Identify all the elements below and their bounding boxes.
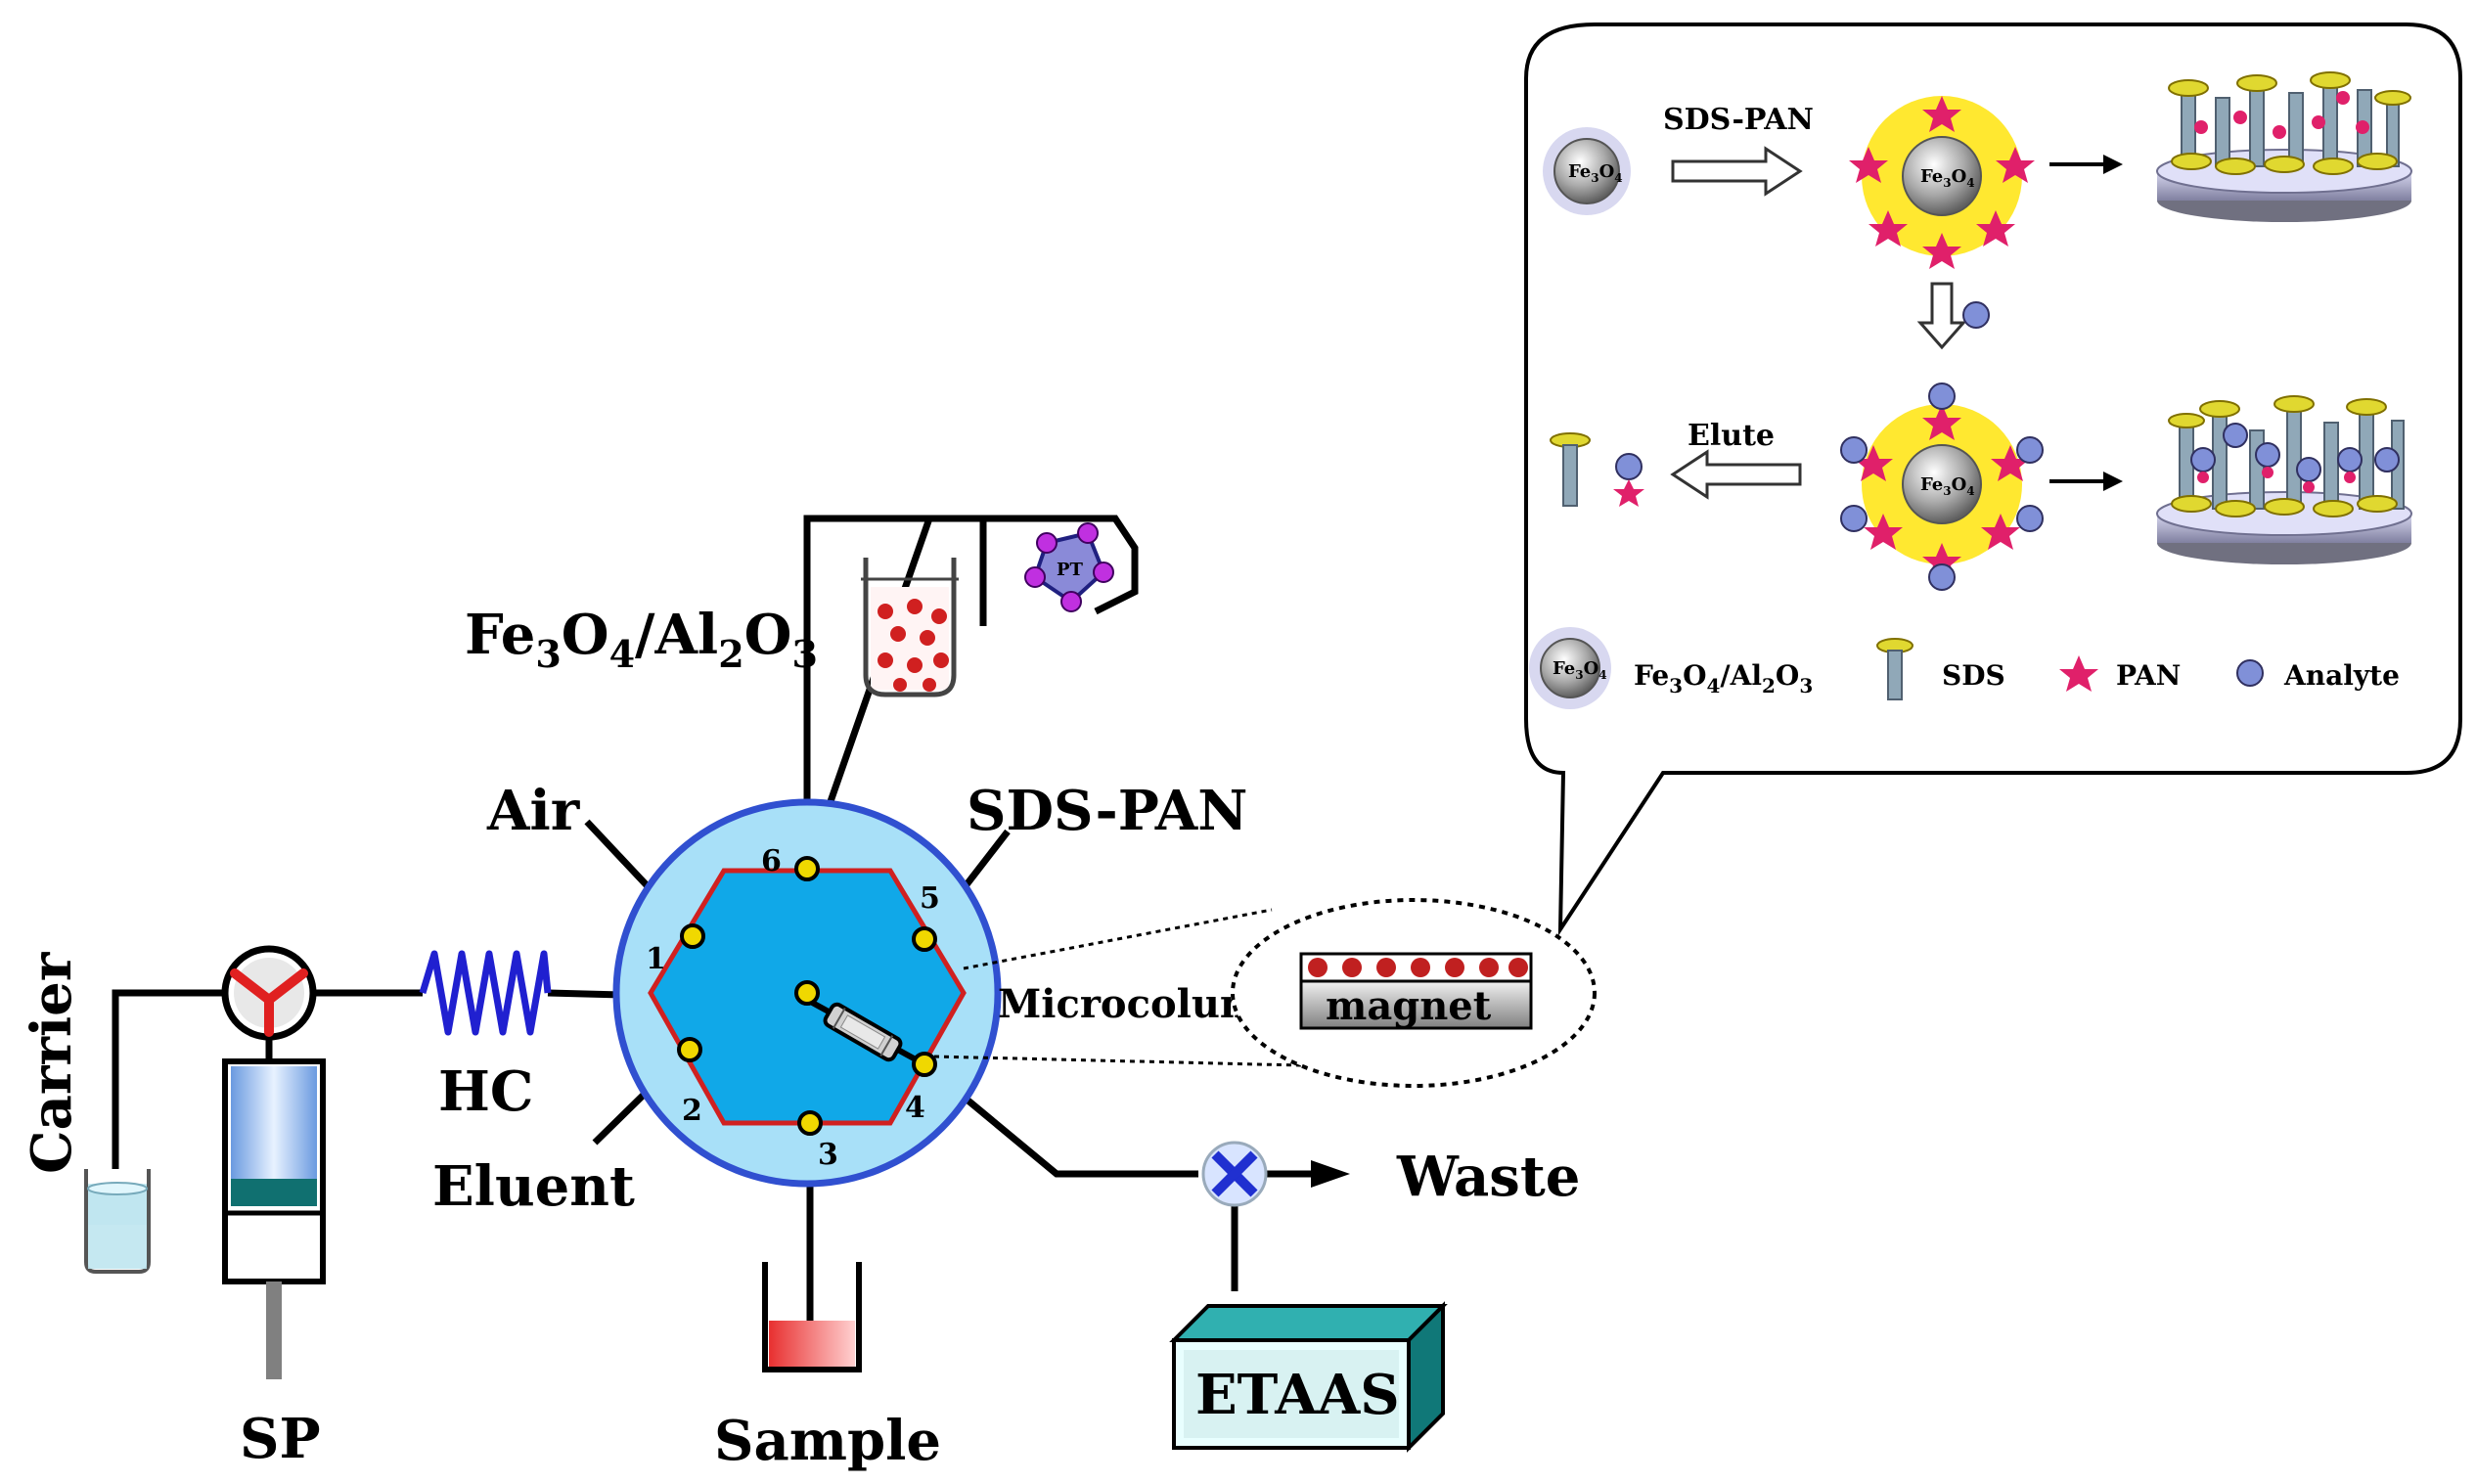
port-number-4: 4: [905, 1091, 925, 1125]
port-2-icon[interactable]: [677, 1037, 702, 1062]
syringe-pump: [222, 1058, 326, 1379]
legend-fe3o4-al2o3: Fe3O4/Al2O3: [1634, 659, 1813, 697]
pan-legend-icon: [2059, 655, 2098, 692]
port-3-icon[interactable]: [797, 1110, 823, 1136]
fe3o4-al2o3-label: Fe3O4/Al2O3: [465, 603, 818, 676]
microcolumn: [823, 1002, 903, 1062]
eluent-label: Eluent: [432, 1154, 635, 1219]
inset-down-arrow: [1916, 282, 1990, 350]
sample-beaker: [762, 1262, 862, 1372]
waste-valve[interactable]: [1201, 1141, 1268, 1207]
waste-arrow-icon: [1311, 1160, 1350, 1188]
legend-sds: SDS: [1942, 659, 2005, 692]
magnet-label: magnet: [1326, 983, 1492, 1029]
pt-label: PT: [1057, 560, 1084, 580]
legend-pan: PAN: [2116, 659, 2181, 692]
port-number-1: 1: [646, 942, 666, 976]
inset-row-1: Fe3O4 SDS-PAN Fe3O4: [1543, 71, 2412, 269]
center-port-icon[interactable]: [794, 980, 820, 1006]
three-way-valve[interactable]: [221, 945, 317, 1041]
port-4-icon[interactable]: [912, 1052, 937, 1077]
analyte-legend-icon: [2236, 659, 2264, 687]
waste-label: Waste: [1396, 1145, 1580, 1209]
sp-label: SP: [240, 1407, 321, 1471]
holding-coil: [419, 950, 552, 1036]
etaas-label: ETAAS: [1195, 1363, 1400, 1427]
legend-analyte: Analyte: [2283, 659, 2400, 692]
carrier-label: Carrier: [20, 951, 84, 1174]
etaas-instrument: [1169, 1301, 1448, 1453]
magnet-zoom: magnet: [933, 898, 1597, 1088]
port-number-2: 2: [682, 1094, 702, 1128]
sample-label: Sample: [714, 1409, 941, 1473]
svg-text:Fe3O4: Fe3O4: [1920, 166, 1975, 190]
inset-sds-pan-label: SDS-PAN: [1663, 103, 1814, 137]
port-number-3: 3: [818, 1138, 838, 1172]
inset-elute-label: Elute: [1688, 419, 1775, 453]
port-6-icon[interactable]: [794, 856, 820, 881]
port-5-icon[interactable]: [912, 926, 937, 952]
fe3o4-beaker: [861, 558, 959, 697]
air-label: Air: [486, 779, 581, 843]
sds-pan-label: SDS-PAN: [967, 779, 1247, 843]
svg-text:Fe3O4: Fe3O4: [1920, 474, 1975, 498]
inset-legend: Fe3O4 Fe3O4/Al2O3 SDS PAN Analyte: [1529, 627, 2400, 709]
port-number-6: 6: [761, 844, 782, 878]
hc-label: HC: [438, 1059, 533, 1124]
port-number-5: 5: [920, 881, 940, 916]
inset-row-2: Elute Fe3O4: [1550, 382, 2412, 591]
port-1-icon[interactable]: [680, 923, 705, 949]
svg-text:Fe3O4: Fe3O4: [1553, 658, 1607, 682]
svg-text:Fe3O4: Fe3O4: [1568, 161, 1623, 185]
valve-ports: [677, 856, 937, 1136]
carrier-beaker: [84, 1169, 151, 1274]
pt-molecule-icon: PT: [1024, 522, 1114, 612]
